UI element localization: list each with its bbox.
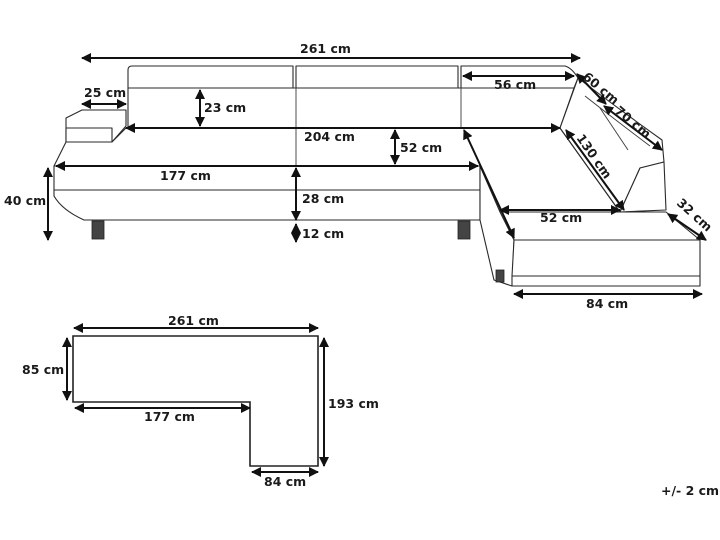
sofa-drawing xyxy=(53,65,701,287)
label-total-height: 40 cm xyxy=(4,193,46,208)
armrest-front xyxy=(65,127,113,143)
plan-label-total-length: 193 cm xyxy=(328,396,379,411)
label-headrest-height: 23 cm xyxy=(204,100,246,115)
label-chaise-width: 84 cm xyxy=(586,296,628,311)
back-body xyxy=(127,87,575,129)
sofa-dimension-lines xyxy=(43,53,707,299)
tolerance-note: +/- 2 cm xyxy=(661,483,719,498)
back-cushion-left xyxy=(127,65,294,89)
plan-view: 261 cm 85 cm 177 cm 193 cm 84 cm xyxy=(22,313,379,489)
plan-label-depth: 85 cm xyxy=(22,362,64,377)
leg-left xyxy=(91,220,105,240)
corner-headrest xyxy=(619,161,667,213)
label-seat-width-front: 177 cm xyxy=(160,168,211,183)
label-seat-width-inner: 204 cm xyxy=(304,129,355,144)
label-seat-depth: 52 cm xyxy=(400,140,442,155)
back-cushion-middle xyxy=(295,65,459,89)
plan-label-width: 261 cm xyxy=(168,313,219,328)
chaise-base xyxy=(511,275,701,287)
chaise-front-face xyxy=(511,239,701,277)
plan-label-inner-length: 177 cm xyxy=(144,409,195,424)
leg-middle xyxy=(457,220,471,240)
seat-front xyxy=(53,165,481,191)
plan-label-chaise-width: 84 cm xyxy=(264,474,306,489)
label-corner-back-top: 56 cm xyxy=(494,77,536,92)
leg-chaise xyxy=(495,269,505,283)
sofa-base xyxy=(53,189,481,221)
label-overall-width: 261 cm xyxy=(300,41,351,56)
label-armrest-width: 25 cm xyxy=(84,85,126,100)
label-chaise-seat-depth: 52 cm xyxy=(540,210,582,225)
label-seat-height: 28 cm xyxy=(302,191,344,206)
plan-outline xyxy=(72,335,319,467)
label-leg-height: 12 cm xyxy=(302,226,344,241)
